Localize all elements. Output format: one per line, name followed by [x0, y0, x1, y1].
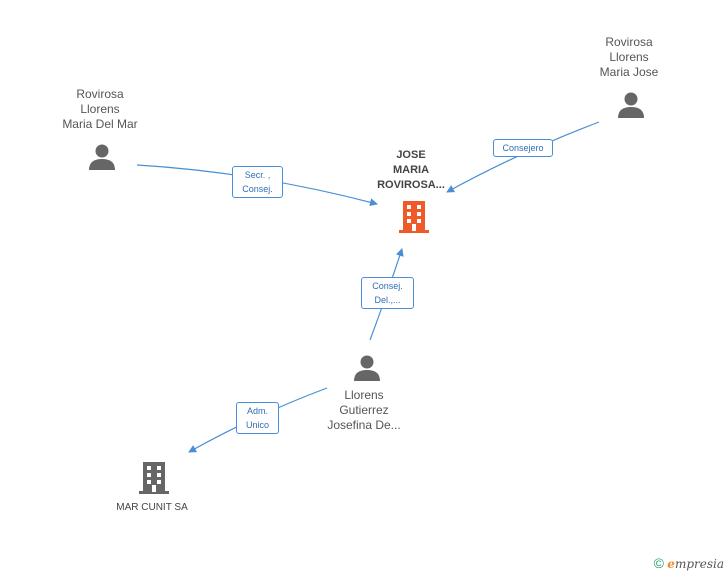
person-icon-josefina[interactable]: [352, 353, 382, 383]
empresia-footer[interactable]: © empresia: [654, 555, 724, 571]
edge-jose-to-main[interactable]: [446, 121, 600, 193]
person-maria-del-mar-name[interactable]: Rovirosa Llorens Maria Del Mar: [62, 87, 138, 131]
person-icon-maria-jose[interactable]: [616, 90, 646, 120]
building-icon-main-company[interactable]: [398, 199, 430, 235]
copyright-icon: ©: [653, 555, 664, 571]
person-josefina-name[interactable]: Llorens Gutierrez Josefina De...: [327, 388, 401, 432]
edge-label-mar-to-main[interactable]: Secr. , Consej.: [232, 166, 283, 198]
building-icon-mar-cunit[interactable]: [138, 460, 170, 496]
person-maria-jose-name[interactable]: Rovirosa Llorens Maria Jose: [599, 35, 659, 79]
edge-label-jose-to-main[interactable]: Consejero: [493, 139, 553, 157]
person-icon-maria-del-mar[interactable]: [87, 142, 117, 172]
edge-label-josefina-to-marcunit[interactable]: Adm. Unico: [236, 402, 279, 434]
main-company-name[interactable]: JOSE MARIA ROVIROSA...: [377, 149, 445, 191]
edge-label-josefina-to-main[interactable]: Consej. Del.,...: [361, 277, 414, 309]
company-mar-cunit-name[interactable]: MAR CUNIT SA: [116, 502, 188, 513]
empresia-logo: empresia: [667, 557, 724, 571]
